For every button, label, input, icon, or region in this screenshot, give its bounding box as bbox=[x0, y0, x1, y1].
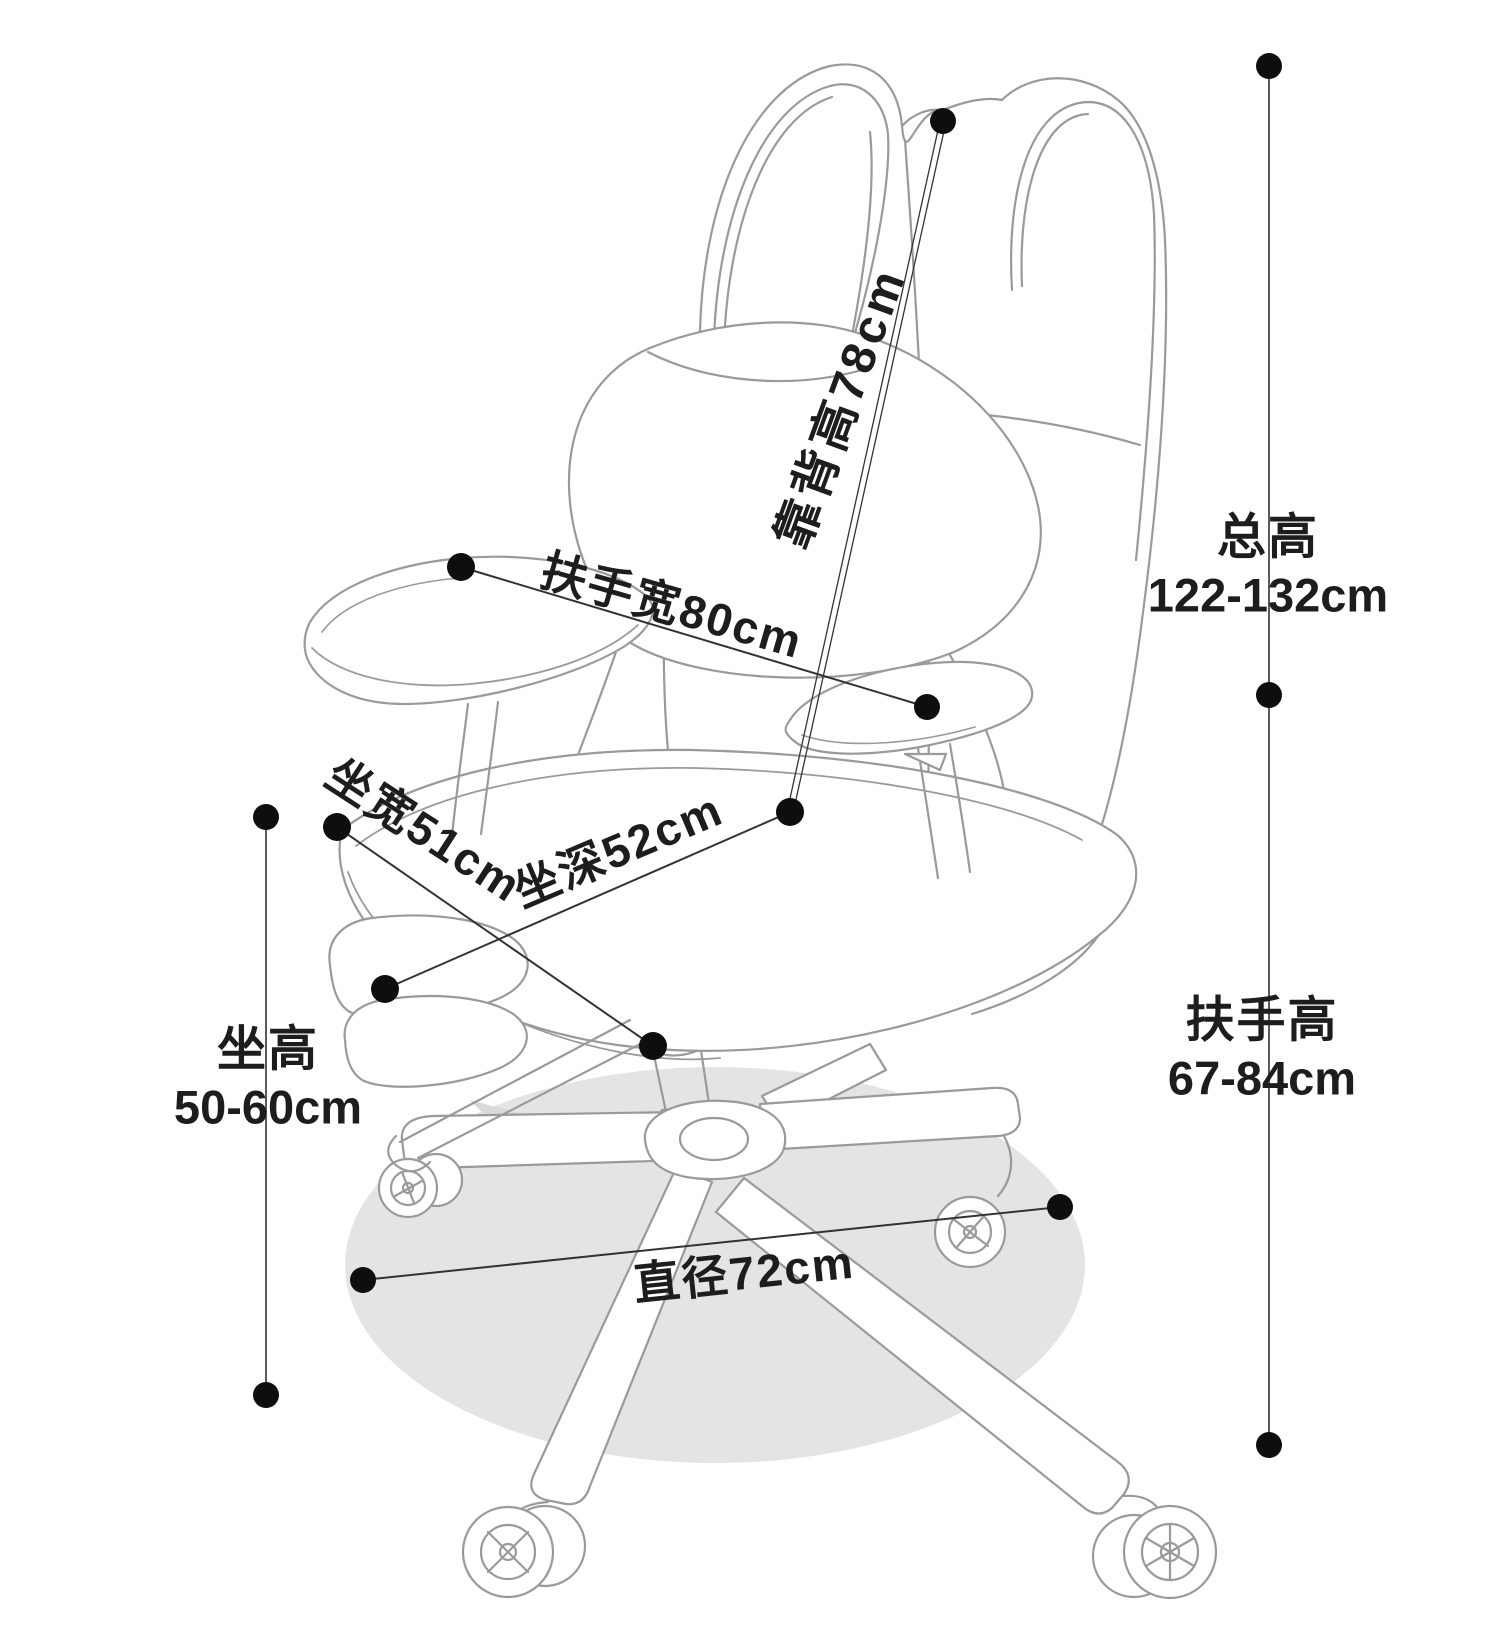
dimension-dot bbox=[253, 1382, 279, 1408]
dimension-line-base-diameter bbox=[362, 1206, 1061, 1281]
dimension-dot bbox=[776, 798, 804, 826]
total-height-label: 总高 122-132cm bbox=[1148, 509, 1388, 622]
caster-front-left bbox=[461, 1500, 587, 1599]
dimension-dot bbox=[1256, 1432, 1282, 1458]
dimension-dot bbox=[323, 813, 351, 841]
base-leg-front-left bbox=[530, 1166, 714, 1506]
dimension-dot bbox=[1256, 53, 1282, 79]
seat-height-name: 坐高 bbox=[216, 1022, 320, 1077]
armrest-height-label: 扶手高 67-84cm bbox=[1168, 992, 1356, 1105]
dimension-dot bbox=[253, 804, 279, 830]
total-height-value: 122-132cm bbox=[1147, 568, 1389, 622]
dimension-dot bbox=[447, 553, 475, 581]
seat-height-label: 坐高 50-60cm bbox=[174, 1021, 362, 1134]
dimension-lines bbox=[265, 66, 1270, 1445]
chair-line-art bbox=[303, 63, 1218, 1600]
dimension-dot bbox=[371, 975, 399, 1003]
right-armrest bbox=[784, 660, 1034, 880]
dimension-dot bbox=[350, 1267, 376, 1293]
dimension-line-armrest-width bbox=[460, 566, 928, 708]
total-height-name: 总高 bbox=[1216, 510, 1320, 565]
dimension-dot bbox=[1047, 1194, 1073, 1220]
base-leg-right bbox=[758, 1086, 1022, 1152]
dimension-dots bbox=[253, 53, 1282, 1458]
dimension-line-backrest-height bbox=[786, 120, 947, 814]
dimension-line-seat-width bbox=[336, 826, 654, 1047]
armrest-height-value: 67-84cm bbox=[1167, 1051, 1357, 1105]
dimension-dot bbox=[930, 108, 956, 134]
seat-height-value: 50-60cm bbox=[173, 1080, 363, 1134]
base-hub bbox=[643, 1099, 787, 1181]
dimension-line-seat-depth bbox=[384, 811, 791, 990]
dimension-dot bbox=[639, 1032, 667, 1060]
base-leg-front-right bbox=[714, 1176, 1130, 1515]
caster-front-right bbox=[1091, 1494, 1218, 1600]
dimension-dot bbox=[914, 694, 940, 720]
dimension-dot bbox=[1256, 682, 1282, 708]
armrest-height-name: 扶手高 bbox=[1185, 993, 1339, 1048]
